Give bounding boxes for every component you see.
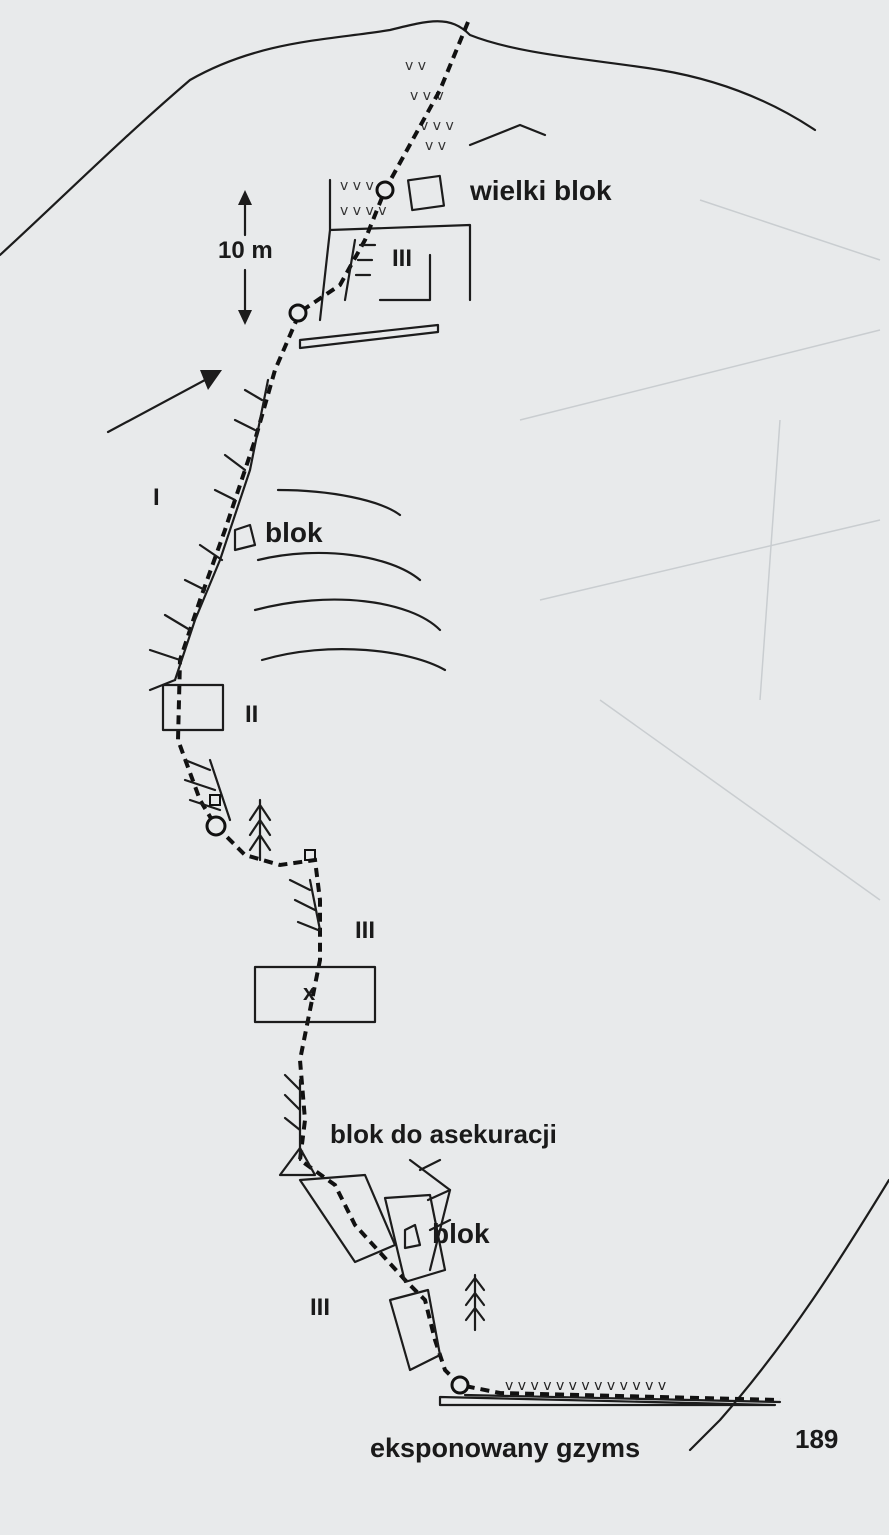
svg-text:v v v: v v v xyxy=(340,178,374,194)
bleed-through-background xyxy=(519,199,881,901)
rock-features xyxy=(161,488,782,1407)
scale-arrow xyxy=(238,190,252,325)
bolt-icons xyxy=(209,794,316,861)
svg-text:v v: v v xyxy=(405,58,426,74)
upper-ledge xyxy=(298,323,440,350)
svg-text:v v v: v v v xyxy=(410,88,444,104)
label-route-number: 189 xyxy=(795,1424,838,1454)
label-big-block: wielki blok xyxy=(469,175,612,206)
svg-text:v v v: v v v xyxy=(420,118,454,134)
label-ledge: eksponowany gzyms xyxy=(370,1433,640,1463)
upper-terrace xyxy=(318,178,472,322)
approach-arrow-icon xyxy=(106,370,222,434)
ridge-outline xyxy=(0,20,817,257)
ledge-grass-marks: v v v v v v v v v v v v v xyxy=(505,1378,666,1394)
label-grade-one: I xyxy=(153,484,160,511)
right-slope-line xyxy=(688,1178,889,1452)
belay-stations xyxy=(205,180,470,1395)
label-grade-three-mid: III xyxy=(355,917,375,944)
label-grade-two: II xyxy=(245,701,258,728)
label-block-low: blok xyxy=(432,1218,490,1249)
label-grade-three-low: III xyxy=(310,1294,330,1321)
svg-text:v v: v v xyxy=(425,138,446,154)
climbing-route-line xyxy=(175,21,781,1402)
label-grade-top: III xyxy=(392,245,412,272)
tree-icons xyxy=(248,238,486,1332)
hatch-ticks xyxy=(148,388,452,1232)
svg-text:v v v v v v v v v v: v v v v v v v v v v v v v xyxy=(505,1378,666,1394)
label-belay-block: blok do asekuracji xyxy=(330,1119,557,1149)
label-block-mid: blok xyxy=(265,517,323,548)
label-cross: x xyxy=(303,980,316,1005)
crack-hatching xyxy=(173,378,452,1272)
grass-marks: v vv v vv v vv v vv v v vv v xyxy=(340,58,454,219)
big-block-icon xyxy=(406,174,446,212)
label-scale: 10 m xyxy=(218,237,273,264)
